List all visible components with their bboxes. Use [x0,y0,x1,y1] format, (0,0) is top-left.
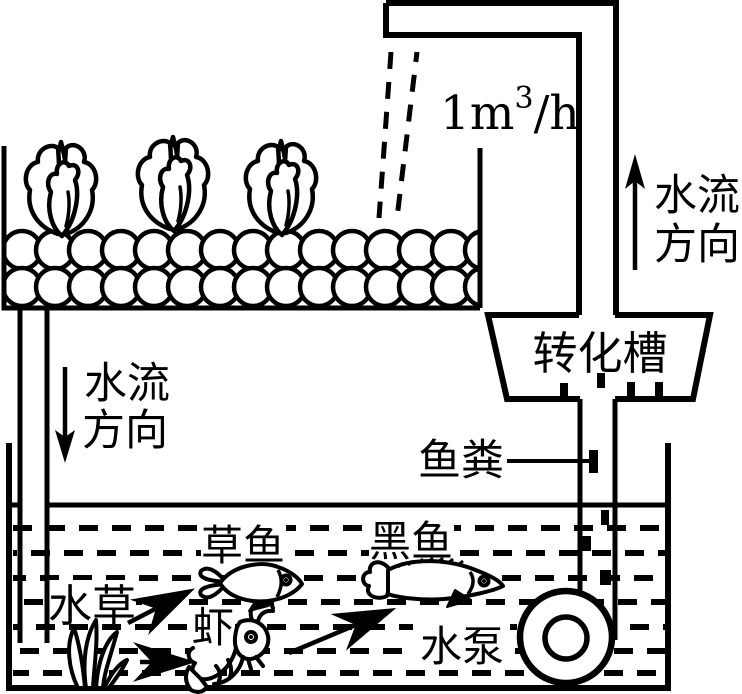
water-pump-label: 水泵 [420,622,504,671]
water-pump-icon [516,587,616,687]
flow-down-label-line1: 水流 [84,359,170,409]
label-backplates [49,519,510,665]
grass-carp-icon [198,562,304,612]
fish-feces-ticks [560,373,663,585]
drain-pipe [17,308,50,643]
conversion-tank [484,312,714,402]
falling-water-dashes [376,51,420,219]
vegetable-plant-icon [26,142,96,236]
flow-rate-label: 1m3/h [440,81,580,141]
flow-up-arrow-icon [625,154,645,270]
flow-down-label-line2: 方向 [82,406,168,456]
shrimp-label: 虾 [192,603,234,652]
arrow-waterplant-to-carp [126,588,195,636]
flow-down-arrow-icon [55,367,75,463]
gravel-bed [6,228,479,309]
vegetable-plant-icon [246,141,316,235]
outflow-pipe [383,0,619,315]
food-chain-arrows [126,588,397,682]
fish-feces-label: 鱼粪 [418,436,504,486]
black-fish-label: 黑鱼 [369,517,453,566]
water-plant-icon [67,618,129,690]
grow-bed [1,146,483,311]
flow-up-label-line1: 水流 [654,171,740,221]
water-plant-label: 水草 [48,581,136,632]
shrimp-icon [184,600,275,694]
grass-carp-label: 草鱼 [201,521,285,570]
arrow-shrimp-to-blackfish [288,607,397,656]
flow-up-label-line2: 方向 [654,220,740,270]
conversion-tank-label: 转化槽 [532,327,667,380]
black-fish-icon [361,556,505,608]
vegetable-plant-icon [138,137,208,231]
fish-tank [6,443,671,691]
